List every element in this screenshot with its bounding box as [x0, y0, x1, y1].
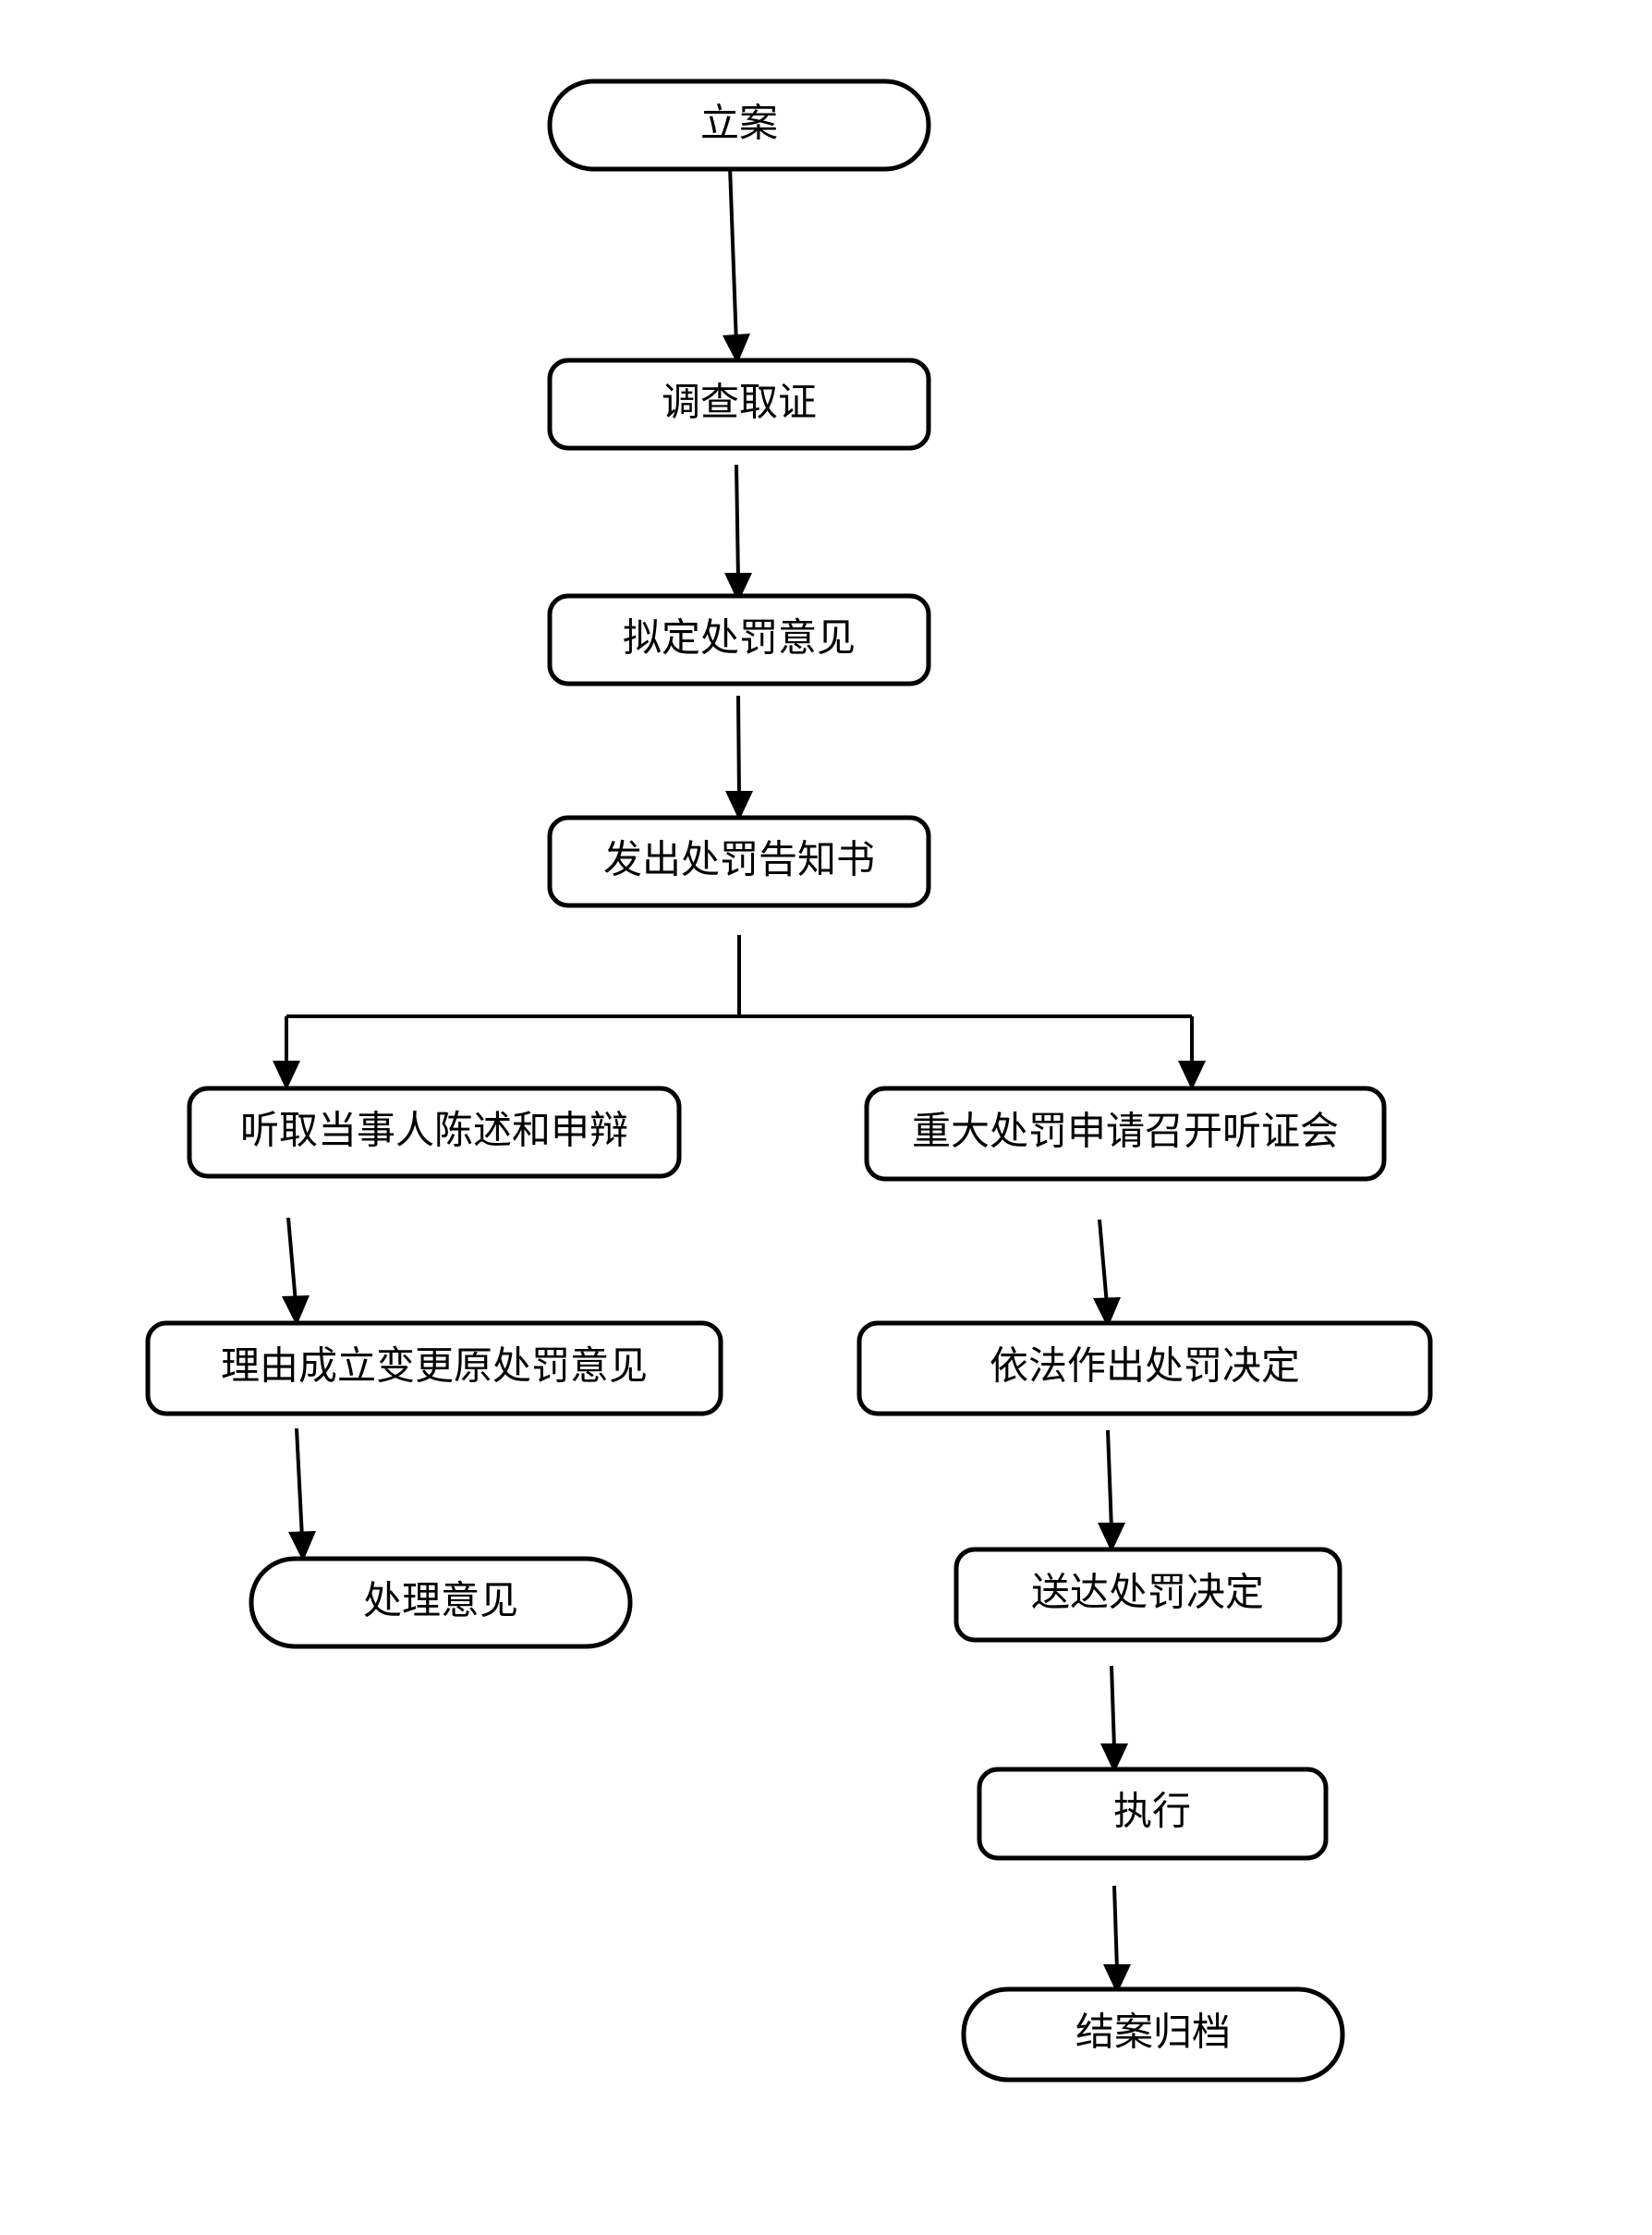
node-zhongda-chufa-shenqing-tingzhenghui-shape — [864, 1086, 1387, 1182]
node-tingqu-dangshiren-chenshu-shenbian-shape — [187, 1086, 682, 1179]
edge-yifa-to-songda — [1098, 1429, 1125, 1552]
node-diaocha-quzheng[interactable]: 调查取证 — [547, 358, 931, 451]
node-chuli-yijian-shape — [249, 1556, 633, 1649]
node-lian-label: 立案 — [700, 103, 778, 146]
node-zhixing[interactable]: 执行 — [977, 1767, 1329, 1861]
node-zhongda-chufa-shenqing-tingzhenghui[interactable]: 重大处罚申请召开听证会 — [864, 1086, 1387, 1182]
node-chuli-yijian-label: 处理意见 — [363, 1580, 518, 1623]
edge-tingqu-to-liyou — [282, 1217, 310, 1326]
node-songda-chufa-jueding-label: 送达处罚决定 — [1031, 1572, 1264, 1615]
edge-lian-to-diaocha — [723, 165, 750, 364]
node-tingqu-dangshiren-chenshu-shenbian-label: 听取当事人陈述和申辩 — [240, 1110, 628, 1153]
node-zhongda-chufa-shenqing-tingzhenghui-label: 重大处罚申请召开听证会 — [912, 1111, 1339, 1154]
node-jiean-guidang-label: 结案归档 — [1075, 2011, 1231, 2055]
node-songda-chufa-jueding[interactable]: 送达处罚决定 — [954, 1547, 1342, 1643]
node-yifa-zuochu-chufa-jueding-label: 依法作出处罚决定 — [990, 1345, 1300, 1389]
node-layer: 立案 调查取证 拟定处罚意见 发出处罚告知书 听取当事人陈述和申辩 — [145, 79, 1433, 2083]
node-liyou-chengli-biangeng-yuan-chufa-yijian[interactable]: 理由成立变更原处罚意见 — [145, 1320, 723, 1416]
node-yifa-zuochu-chufa-jueding[interactable]: 依法作出处罚决定 — [856, 1320, 1433, 1416]
node-zhixing-shape — [977, 1767, 1329, 1861]
edge-songda-to-zhixing — [1100, 1665, 1128, 1773]
node-fachu-chufa-gaozhishu-shape — [547, 815, 931, 908]
node-chuli-yijian[interactable]: 处理意见 — [249, 1556, 633, 1649]
node-diaocha-quzheng-label: 调查取证 — [662, 383, 817, 425]
node-liyou-chengli-biangeng-yuan-chufa-yijian-shape — [145, 1320, 723, 1416]
node-tingqu-dangshiren-chenshu-shenbian[interactable]: 听取当事人陈述和申辩 — [187, 1086, 682, 1179]
edge-zhongda-to-yifa — [1093, 1219, 1121, 1328]
edge-diaocha-to-nidng — [724, 464, 752, 602]
edge-niding-to-fachu — [725, 695, 753, 820]
node-fachu-chufa-gaozhishu-label: 发出处罚告知书 — [603, 840, 875, 882]
node-niding-chufa-yijian[interactable]: 拟定处罚意见 — [547, 593, 931, 686]
node-liyou-chengli-biangeng-yuan-chufa-yijian-label: 理由成立变更原处罚意见 — [221, 1345, 648, 1389]
node-yifa-zuochu-chufa-jueding-shape — [856, 1320, 1433, 1416]
node-niding-chufa-yijian-label: 拟定处罚意见 — [623, 617, 856, 661]
node-diaocha-quzheng-shape — [547, 358, 931, 451]
node-fachu-chufa-gaozhishu[interactable]: 发出处罚告知书 — [547, 815, 931, 908]
node-lian-shape — [547, 79, 931, 172]
node-jiean-guidang[interactable]: 结案归档 — [961, 1986, 1345, 2083]
edge-branch-right — [1178, 1016, 1206, 1090]
node-niding-chufa-yijian-shape — [547, 593, 931, 686]
edge-branch-left — [273, 1016, 300, 1090]
node-zhixing-label: 执行 — [1113, 1792, 1191, 1834]
node-jiean-guidang-shape — [961, 1986, 1345, 2083]
edge-layer — [273, 165, 1206, 1994]
edge-branch-trunk — [286, 935, 1192, 1018]
edge-liyou-to-chuli — [288, 1427, 316, 1561]
node-lian[interactable]: 立案 — [547, 79, 931, 172]
edge-zhixing-to-jiean — [1103, 1885, 1131, 1994]
node-songda-chufa-jueding-shape — [954, 1547, 1342, 1643]
